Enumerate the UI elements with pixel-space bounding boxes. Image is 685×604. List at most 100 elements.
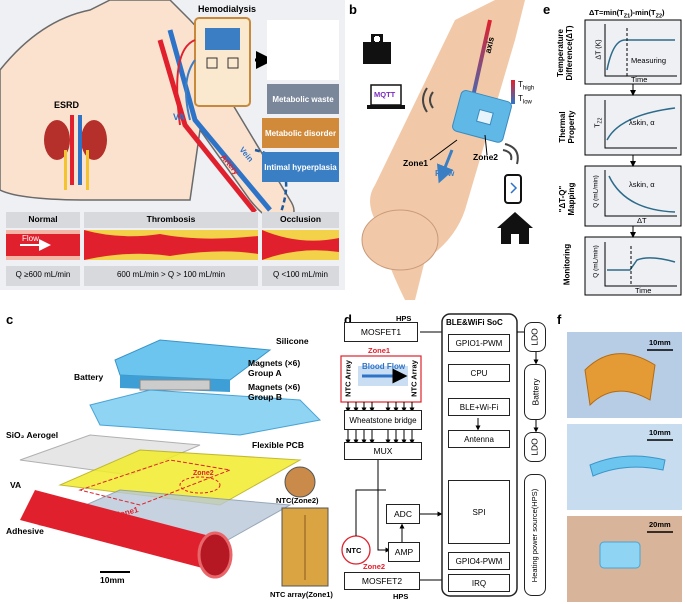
ureter-right <box>86 150 89 190</box>
machine-knob-2 <box>227 57 239 69</box>
flexible-pcb-label: Flexible PCB <box>252 440 304 450</box>
panel-c: c Silicone Battery Magnets (×6) Group A … <box>0 310 335 604</box>
ntc-zone2-inset <box>284 466 316 498</box>
panel-a: a <box>0 0 345 300</box>
hps-top-label: HPS <box>396 314 412 323</box>
panel-f: f 10mm 10mm 20mm <box>555 310 685 604</box>
row4-y: Q (mL/min) <box>592 245 600 278</box>
mosfet2-box: MOSFET2 <box>344 572 420 590</box>
flow-label-b: Flow <box>435 168 455 178</box>
blood-flow-label: Blood Flow <box>362 362 406 371</box>
silicone-label: Silicone <box>276 336 309 346</box>
panel-f-label: f <box>557 312 562 327</box>
flow-label: Flow <box>22 234 39 243</box>
row3-param: λskin, α <box>629 180 655 189</box>
q-thrombosis-box <box>84 266 258 286</box>
battery-label-c: Battery <box>74 372 104 382</box>
formula: ΔT=min(TZ1)-min(TZ2) <box>589 8 665 20</box>
spi-box: SPI <box>448 480 510 544</box>
plaque-top <box>84 230 258 239</box>
row1-curve <box>606 39 675 71</box>
worn-device-photo <box>599 541 641 569</box>
row3-y: Q (mL/min) <box>592 175 600 208</box>
dialysis-line-blue <box>185 59 196 121</box>
ntc-array-label: NTC array(Zone1) <box>270 590 333 599</box>
soc-label: BLE&WiFi SoC <box>446 318 503 327</box>
ldo-bottom-box: LDO <box>524 432 546 462</box>
zone2-leader <box>484 134 488 156</box>
panel-e-label: e <box>543 2 551 17</box>
wheatstone-box: Wheatstone bridge <box>344 410 422 430</box>
blewifi-box: BLE+Wi-Fi <box>448 398 510 416</box>
ntc-zone2-label: NTC(Zone2) <box>276 496 319 505</box>
hps-box: Heating power source(HPS) <box>524 474 546 596</box>
vein-vessel <box>167 29 272 212</box>
machine-knob-1 <box>206 57 218 69</box>
wearable-device <box>452 90 512 143</box>
ntc-label-d: NTC <box>346 546 362 555</box>
zone1-label-d: Zone1 <box>368 346 391 355</box>
row1-axes <box>604 24 677 77</box>
battery-box: Battery <box>524 364 546 420</box>
scale-label-f2: 10mm <box>649 428 671 437</box>
normal-header <box>6 212 80 228</box>
antenna-box: Antenna <box>448 430 510 448</box>
scale-label-f1: 10mm <box>649 338 671 347</box>
q-occlusion-box <box>262 266 339 286</box>
gpio4-box: GPIO4-PWM <box>448 552 510 570</box>
temperature-scale <box>511 80 515 104</box>
zone2-label: Zone2 <box>473 152 499 162</box>
ntc-array-left-label: NTC Array <box>343 360 353 397</box>
panel-f-photos <box>567 332 682 602</box>
va-tube <box>20 490 225 570</box>
panel-c-illustration <box>19 339 329 587</box>
zone2-label-d: Zone2 <box>363 562 386 571</box>
va-label: VA <box>173 112 185 122</box>
zone2-outline <box>179 476 221 494</box>
fist <box>361 209 439 271</box>
t-low-label: Tlow <box>518 94 532 106</box>
t-high-label: Thigh <box>518 80 535 92</box>
laptop-icon <box>367 84 405 109</box>
row3-curve <box>608 175 676 213</box>
adhesive-label: Adhesive <box>6 526 44 536</box>
dialysis-line-red <box>176 39 196 126</box>
row3-label: "ΔT-Q" Mapping <box>558 182 576 216</box>
ntc-line <box>355 489 386 536</box>
row2-axes <box>604 100 677 149</box>
aerogel-label: SiO₂ Aerogel <box>6 430 59 440</box>
ntc-array-right-label: NTC Array <box>409 360 419 397</box>
row4-label: Monitoring <box>562 243 572 286</box>
flow-arrow-b <box>436 149 454 184</box>
occlusion-bottom <box>262 250 339 260</box>
row4-axes <box>604 242 677 287</box>
q-normal-label: Q ≥600 mL/min <box>15 270 71 279</box>
ldo-top-box: LDO <box>524 322 546 352</box>
cpu-box: CPU <box>448 364 510 382</box>
wifi-icon-left <box>422 87 434 113</box>
row1-note: Measuring <box>631 56 667 65</box>
silicone-base <box>89 389 322 436</box>
vessel-normal-wall-top <box>6 230 80 234</box>
zone2-label-c: Zone2 <box>193 470 214 477</box>
row2-param: λskin, α <box>629 118 655 127</box>
scale-label-f3: 20mm <box>649 520 671 529</box>
magnets-a-label: Magnets (×6) Group A <box>248 358 301 378</box>
flexible-pcb-photo <box>584 353 656 407</box>
panel-d-lines <box>340 313 539 597</box>
zone1-outline <box>78 459 232 506</box>
panel-e: e ΔT=min(TZ1)-min(TZ2) Temperature Diffe… <box>543 0 685 300</box>
panel-d: d <box>338 310 550 604</box>
magnets-b-label: Magnets (×6) Group B <box>248 382 301 402</box>
panel-b: b <box>345 0 540 300</box>
row2-curve <box>606 107 676 141</box>
soc-frame <box>441 313 518 597</box>
thrombosis-header <box>84 212 258 228</box>
amp-box: AMP <box>388 542 420 562</box>
hps-bottom-label: HPS <box>393 592 409 601</box>
metabolic-waste-box: Metabolic waste <box>267 84 339 114</box>
occlusion-label: Occlusion <box>279 214 322 224</box>
hospital-icon <box>363 34 391 64</box>
gpio1-box: GPIO1-PWM <box>448 334 510 352</box>
panel-b-label: b <box>349 2 357 17</box>
